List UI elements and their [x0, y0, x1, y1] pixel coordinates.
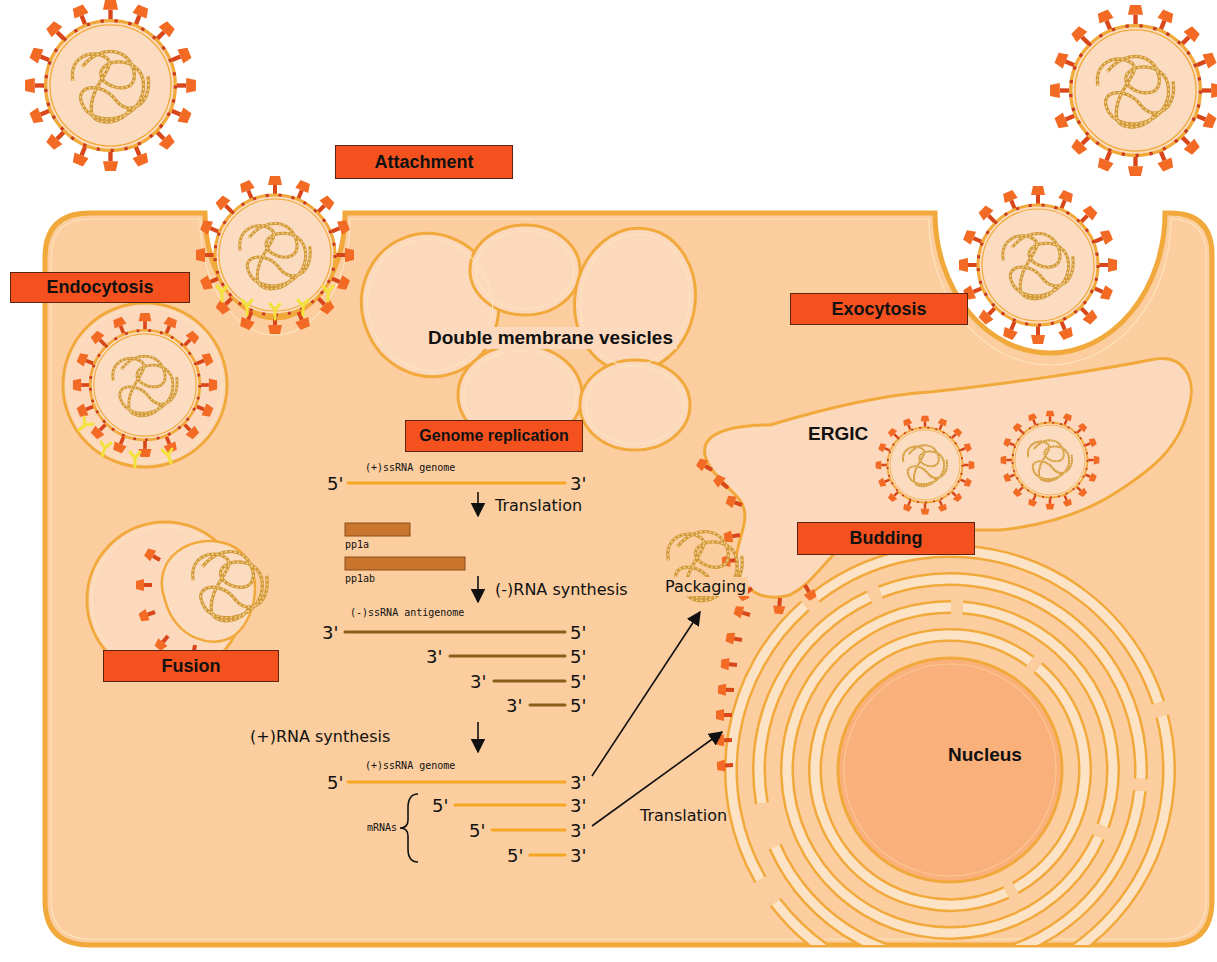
strand-end: 3' — [570, 473, 586, 494]
strand-end: 3' — [570, 795, 586, 816]
step-note: (-)RNA synthesis — [495, 580, 628, 599]
strand-end: 3' — [570, 845, 586, 866]
step-note: (+)RNA synthesis — [250, 727, 390, 746]
step-label: Exocytosis — [790, 293, 968, 325]
node-text: Fusion — [162, 656, 221, 677]
strand-label: (+)ssRNA genome — [365, 462, 455, 473]
strand-end: 3' — [570, 820, 586, 841]
node-text: Endocytosis — [46, 277, 153, 298]
step-note: Translation — [495, 496, 582, 515]
organelle-label: Nucleus — [944, 744, 1026, 766]
step-note: Packaging — [663, 577, 748, 596]
node-text: Exocytosis — [831, 299, 926, 320]
organelle-label: ERGIC — [804, 423, 872, 445]
strand-end: 5' — [469, 820, 485, 841]
node-text: Nucleus — [948, 744, 1022, 765]
step-label: Budding — [797, 522, 975, 555]
step-note: Translation — [640, 806, 727, 825]
node-text: ERGIC — [808, 423, 868, 444]
strand-label: pp1a — [345, 539, 369, 550]
strand-end: 3' — [506, 695, 522, 716]
step-label: Genome replication — [405, 420, 583, 452]
strand-end: 3' — [570, 772, 586, 793]
step-label: Endocytosis — [10, 272, 190, 303]
node-text: Genome replication — [419, 427, 568, 445]
strand-label: (-)ssRNA antigenome — [350, 607, 464, 618]
strand-end: 5' — [507, 845, 523, 866]
strand-label: mRNAs — [367, 822, 397, 833]
node-text: Budding — [850, 528, 923, 549]
step-label: Attachment — [335, 145, 513, 179]
strand-end: 5' — [432, 795, 448, 816]
organelle-label: Double membrane vesicles — [424, 327, 677, 349]
strand-end: 3' — [470, 671, 486, 692]
strand-end: 5' — [570, 646, 586, 667]
node-text: Attachment — [374, 152, 473, 173]
step-label: Fusion — [103, 650, 279, 682]
strand-end: 5' — [327, 473, 343, 494]
strand-end: 5' — [570, 695, 586, 716]
strand-end: 5' — [570, 671, 586, 692]
strand-label: (+)ssRNA genome — [365, 760, 455, 771]
strand-end: 5' — [327, 772, 343, 793]
strand-end: 3' — [322, 622, 338, 643]
strand-label: pp1ab — [345, 573, 375, 584]
strand-end: 5' — [570, 622, 586, 643]
strand-end: 3' — [426, 646, 442, 667]
node-text: Double membrane vesicles — [428, 327, 673, 348]
